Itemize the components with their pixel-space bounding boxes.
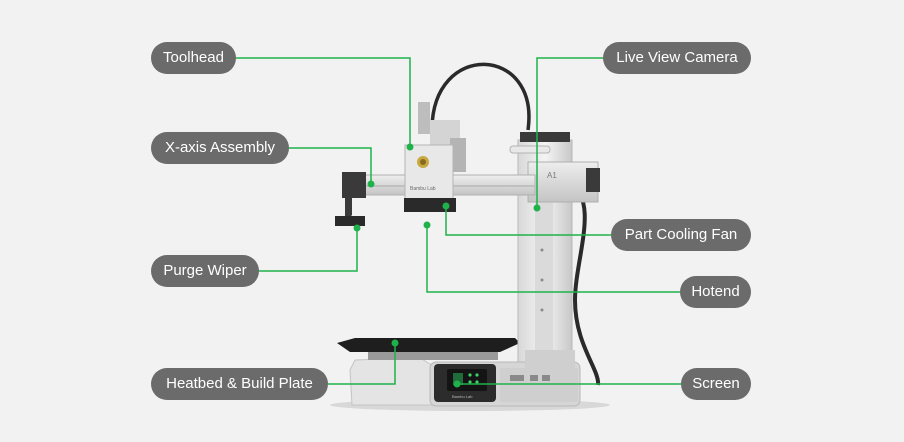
leader-purge-wiper xyxy=(259,228,358,272)
z-carriage xyxy=(527,161,600,203)
label-toolhead: Toolhead xyxy=(151,42,236,74)
marker-x-axis xyxy=(367,180,375,188)
label-screen: Screen xyxy=(681,368,751,400)
marker-purge-wiper xyxy=(353,224,361,232)
marker-screen xyxy=(453,380,461,388)
label-purge-wiper: Purge Wiper xyxy=(151,255,259,287)
marker-toolhead xyxy=(406,143,414,151)
label-hotend: Hotend xyxy=(680,276,751,308)
spool-holder xyxy=(509,145,551,154)
marker-heatbed xyxy=(391,339,399,347)
leader-part-cooling xyxy=(445,207,611,236)
marker-live-view xyxy=(533,204,541,212)
marker-hotend xyxy=(423,221,431,229)
marker-part-cooling xyxy=(442,202,450,210)
leader-live-view xyxy=(536,57,603,207)
label-live-view-camera: Live View Camera xyxy=(603,42,751,74)
toolhead-brand-text: Bambu Lab xyxy=(410,186,436,192)
label-heatbed-build-plate: Heatbed & Build Plate xyxy=(151,368,328,400)
column-cable xyxy=(568,183,601,386)
purge-wiper-part xyxy=(335,195,365,226)
model-text: A1 xyxy=(547,171,557,180)
label-part-cooling-fan: Part Cooling Fan xyxy=(611,219,751,251)
heatbed-plate xyxy=(337,338,520,360)
leader-hotend xyxy=(426,225,680,293)
bowden-tube xyxy=(430,62,531,131)
base-brand-text: Bambu Lab xyxy=(452,394,473,399)
label-x-axis-assembly: X-axis Assembly xyxy=(151,132,289,164)
toolhead-body xyxy=(404,102,466,212)
screen-panel xyxy=(434,364,496,402)
leader-toolhead xyxy=(236,57,411,145)
leader-heatbed xyxy=(328,343,396,385)
leader-x-axis xyxy=(289,147,372,183)
